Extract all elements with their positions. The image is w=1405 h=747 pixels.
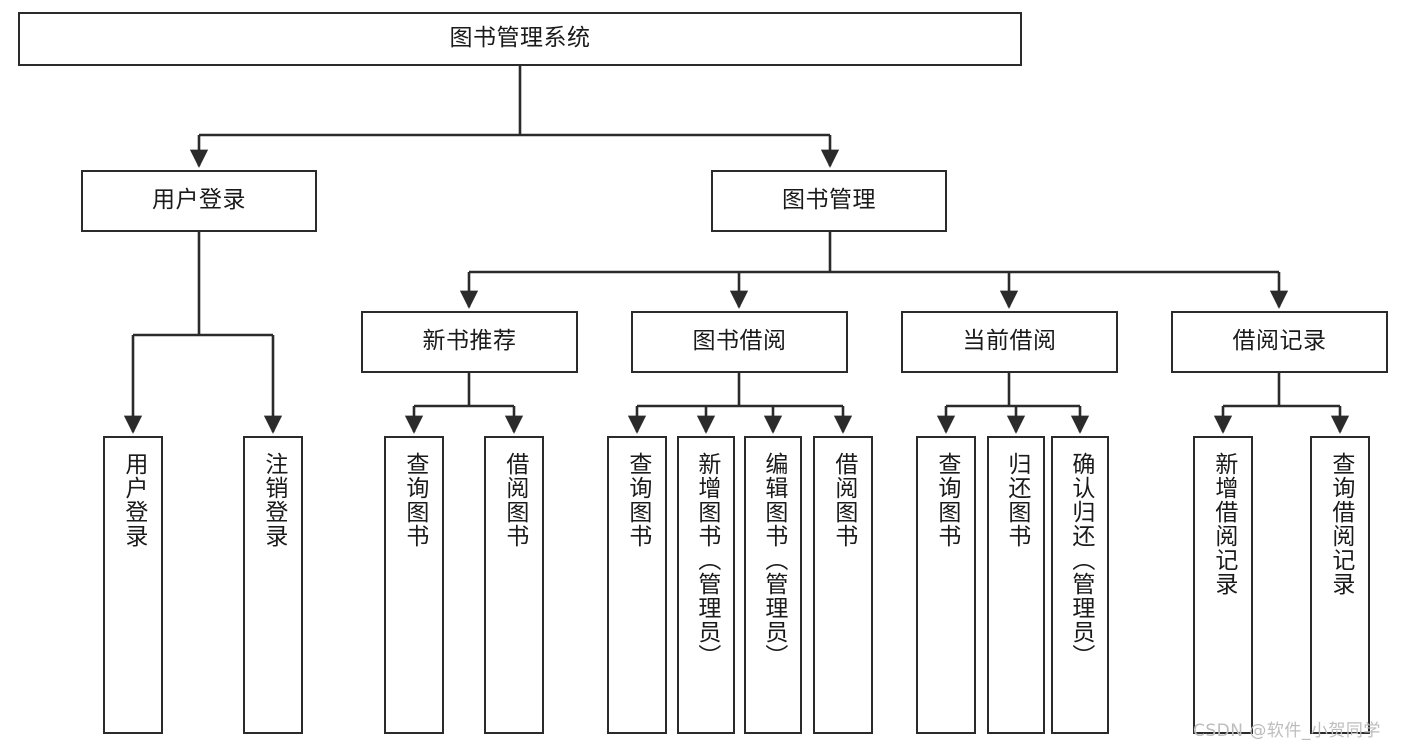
node-label: 查询图书 [624, 452, 651, 548]
leaf-borrow-record-add-record[interactable]: 新增借阅记录 [1193, 436, 1253, 734]
node-label: 新增借阅记录 [1210, 452, 1237, 596]
leaf-current-borrow-query-book[interactable]: 查询图书 [916, 436, 976, 734]
leaf-user-login-logout[interactable]: 注销登录 [243, 436, 303, 734]
node-label: 借阅记录 [1232, 328, 1327, 355]
node-label: 查询图书 [401, 452, 428, 548]
leaf-new-book-query-book[interactable]: 查询图书 [384, 436, 444, 734]
node-label: 用户登录 [120, 452, 147, 548]
node-label: 借阅图书 [501, 452, 528, 548]
leaf-user-login-login[interactable]: 用户登录 [103, 436, 163, 734]
node-label: 确认归还（管理员） [1067, 452, 1094, 668]
node-label: 归还图书 [1003, 452, 1030, 548]
leaf-book-borrow-borrow-book[interactable]: 借阅图书 [813, 436, 873, 734]
node-label: 查询图书 [933, 452, 960, 548]
node-label: 当前借阅 [962, 328, 1057, 355]
leaf-book-borrow-add-book-admin[interactable]: 新增图书（管理员） [677, 436, 735, 734]
leaf-book-borrow-edit-book-admin[interactable]: 编辑图书（管理员） [744, 436, 802, 734]
node-label: 编辑图书（管理员） [760, 452, 787, 668]
node-label: 图书借阅 [692, 328, 787, 355]
node-label: 新书推荐 [422, 328, 517, 355]
node-label: 图书管理系统 [449, 25, 591, 52]
leaf-current-borrow-confirm-return-admin[interactable]: 确认归还（管理员） [1051, 436, 1109, 734]
leaf-borrow-record-query-record[interactable]: 查询借阅记录 [1310, 436, 1370, 734]
node-borrowing-records[interactable]: 借阅记录 [1171, 311, 1388, 373]
node-label: 注销登录 [260, 452, 287, 548]
node-book-management[interactable]: 图书管理 [711, 170, 947, 232]
node-new-book-recommendation[interactable]: 新书推荐 [361, 311, 578, 373]
leaf-book-borrow-query-book[interactable]: 查询图书 [607, 436, 667, 734]
leaf-current-borrow-return-book[interactable]: 归还图书 [987, 436, 1045, 734]
node-user-login[interactable]: 用户登录 [81, 170, 317, 232]
node-book-borrowing[interactable]: 图书借阅 [631, 311, 848, 373]
node-current-borrowing[interactable]: 当前借阅 [901, 311, 1118, 373]
leaf-new-book-borrow-book[interactable]: 借阅图书 [484, 436, 544, 734]
node-root-book-management-system[interactable]: 图书管理系统 [18, 12, 1022, 66]
node-label: 查询借阅记录 [1327, 452, 1354, 596]
node-label: 借阅图书 [830, 452, 857, 548]
node-label: 用户登录 [152, 187, 246, 214]
node-label: 新增图书（管理员） [693, 452, 720, 668]
node-label: 图书管理 [782, 187, 876, 214]
